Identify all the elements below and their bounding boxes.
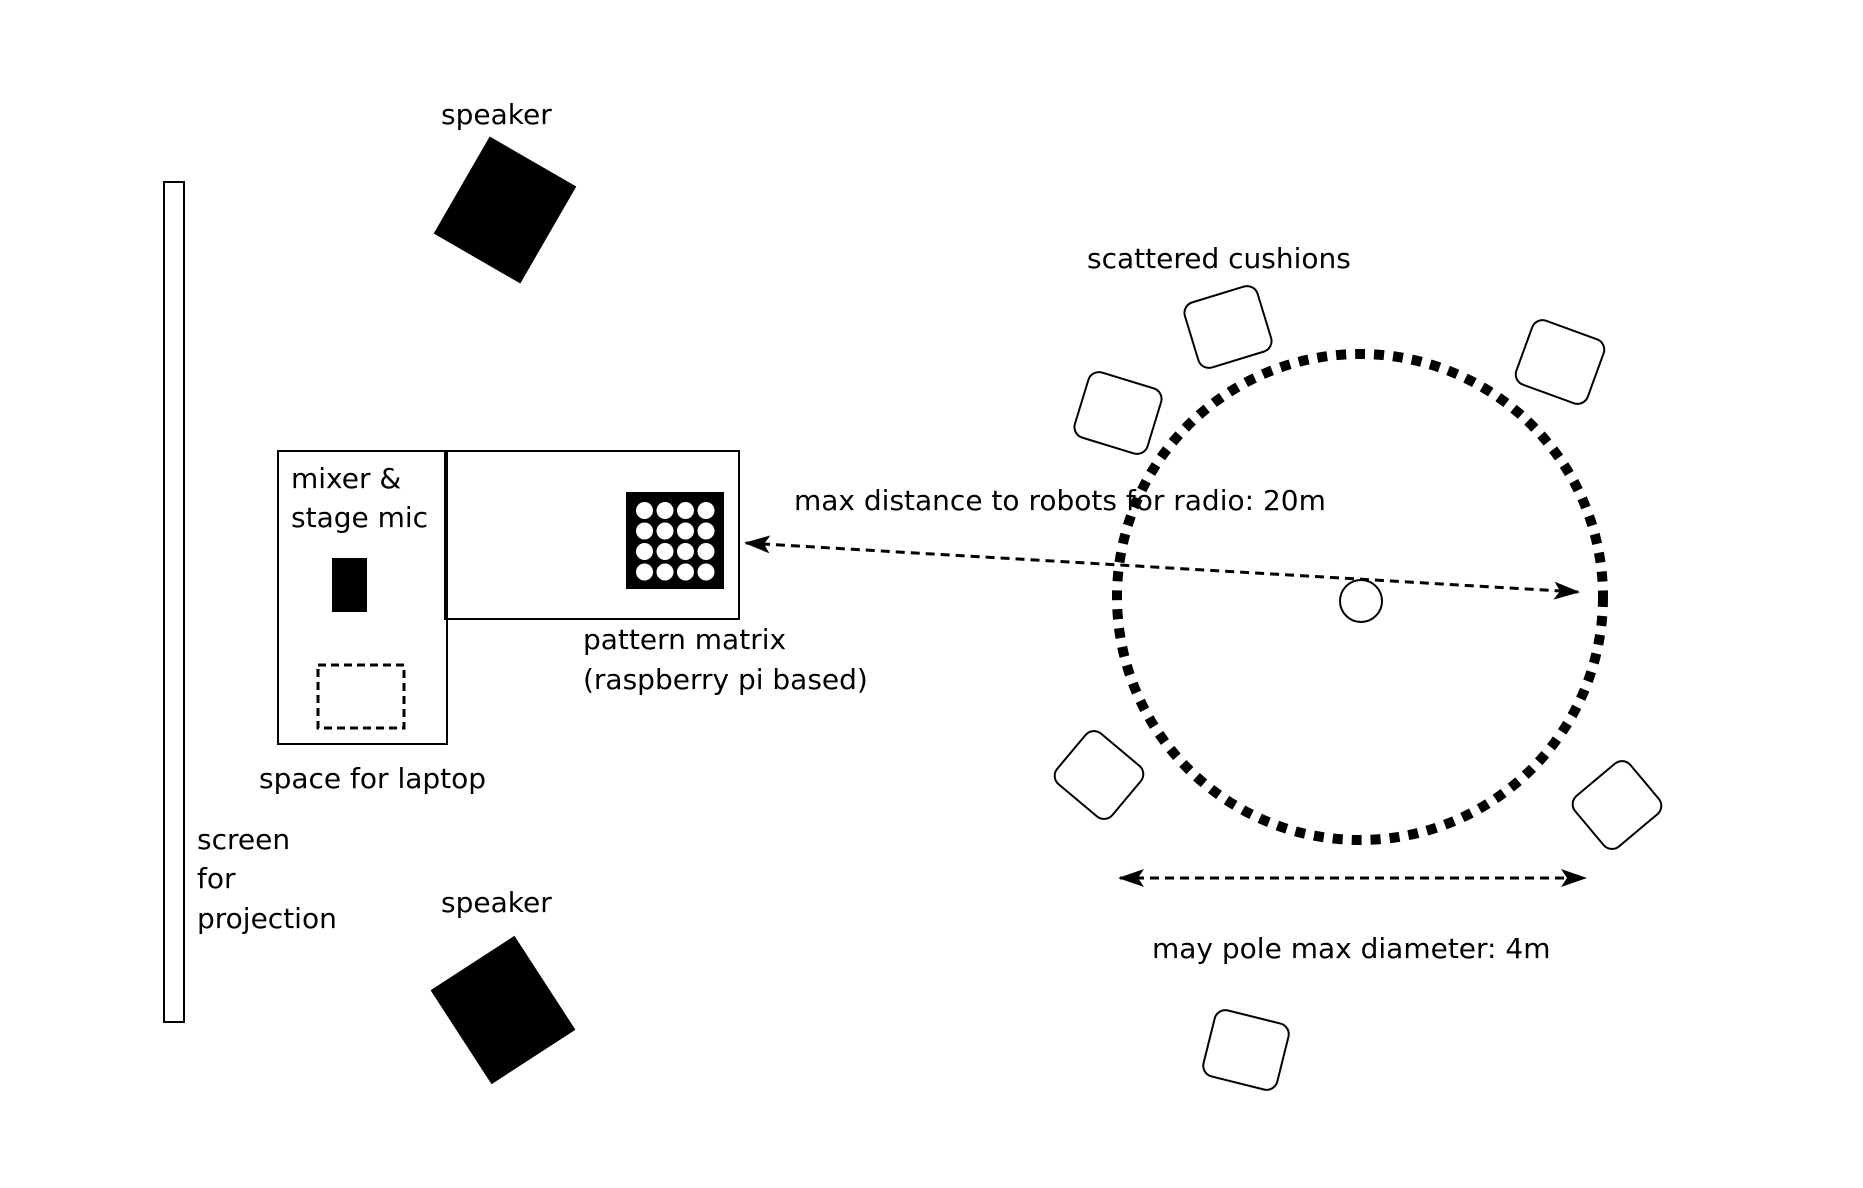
mixer-label-line1: mixer & [291,462,401,495]
laptop-space [316,663,406,730]
cushion-icon [1073,371,1163,455]
speaker-icon [433,136,577,284]
matrix-led [634,520,655,542]
mixer-icon [332,558,367,612]
matrix-led [634,500,655,521]
matrix-label-line1: pattern matrix [583,623,786,656]
cushion-icon [1183,285,1273,369]
matrix-led [675,541,696,562]
cushions-label: scattered cushions [1087,242,1351,275]
maypole-icon [1339,579,1383,623]
radio-distance-arrow [744,535,1580,600]
mixer-table [277,450,448,745]
matrix-led [654,500,676,521]
cushion-icon [1514,319,1606,405]
matrix-led [654,520,676,542]
maypole-area [1112,349,1608,845]
matrix-led [654,541,676,562]
matrix-led [654,561,676,583]
led-matrix-icon [626,492,724,589]
matrix-led [695,561,717,583]
matrix-led [695,541,717,562]
matrix-table [444,450,740,620]
matrix-led [634,541,655,562]
cushion-icon [1571,760,1663,850]
screen-label-line3: projection [197,902,337,935]
speaker-bottom-label: speaker [441,886,552,919]
laptop-label: space for laptop [259,762,486,795]
projection-screen [163,181,185,1023]
speaker-top-label: speaker [441,98,552,131]
mixer-label-line2: stage mic [291,501,428,534]
matrix-label-line2: (raspberry pi based) [583,663,868,696]
screen-label-line2: for [197,862,236,895]
matrix-led [695,520,717,542]
matrix-led [675,520,696,542]
speaker-icon [430,935,576,1085]
cushion-icon [1053,730,1145,820]
cushion-icon [1202,1009,1290,1091]
maypole-diameter-label: may pole max diameter: 4m [1152,932,1550,965]
screen-label-line1: screen [197,823,290,856]
matrix-led [695,500,717,521]
radio-distance-label: max distance to robots for radio: 20m [794,484,1326,517]
matrix-led [634,561,655,583]
matrix-led [675,500,696,521]
matrix-led [675,561,696,583]
